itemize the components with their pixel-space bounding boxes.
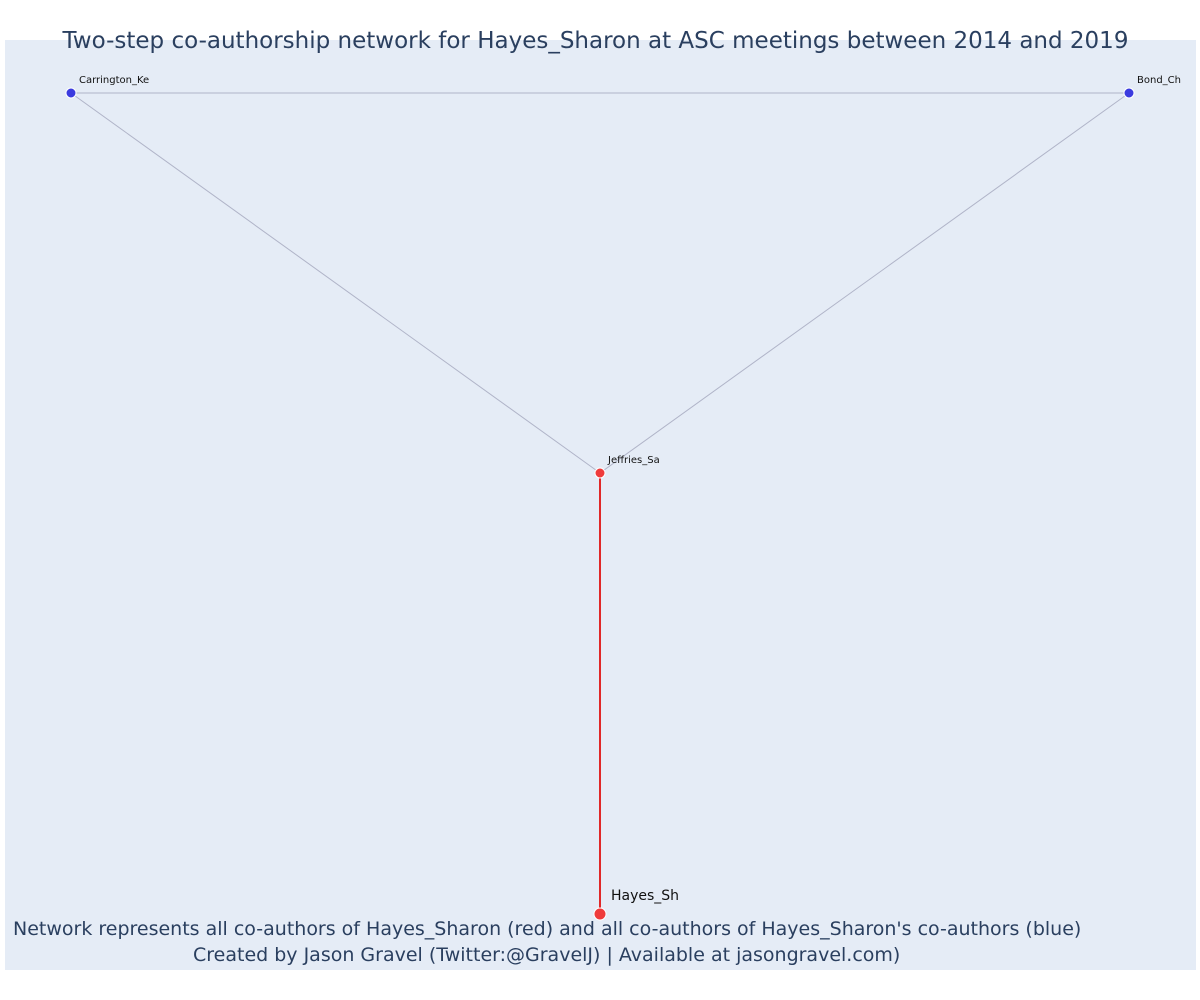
node-label-carrington: Carrington_Ke (79, 75, 149, 86)
node-label-hayes: Hayes_Sh (611, 888, 679, 904)
nodes-layer (65, 87, 1135, 921)
edges-layer (70, 92, 1130, 914)
edge-bond-jeffries (599, 92, 1130, 474)
chart-title: Two-step co-authorship network for Hayes… (62, 28, 1129, 54)
node-carrington[interactable] (65, 87, 77, 99)
caption-line-1: Network represents all co-authors of Hay… (13, 918, 1082, 940)
caption-line-2: Created by Jason Gravel (Twitter:@Gravel… (193, 944, 901, 966)
edge-carrington-jeffries (70, 92, 601, 474)
node-jeffries[interactable] (594, 467, 606, 479)
node-bond[interactable] (1123, 87, 1135, 99)
node-label-bond: Bond_Ch (1137, 75, 1181, 86)
node-label-jeffries: Jeffries_Sa (607, 455, 660, 466)
node-hayes[interactable] (593, 907, 607, 921)
